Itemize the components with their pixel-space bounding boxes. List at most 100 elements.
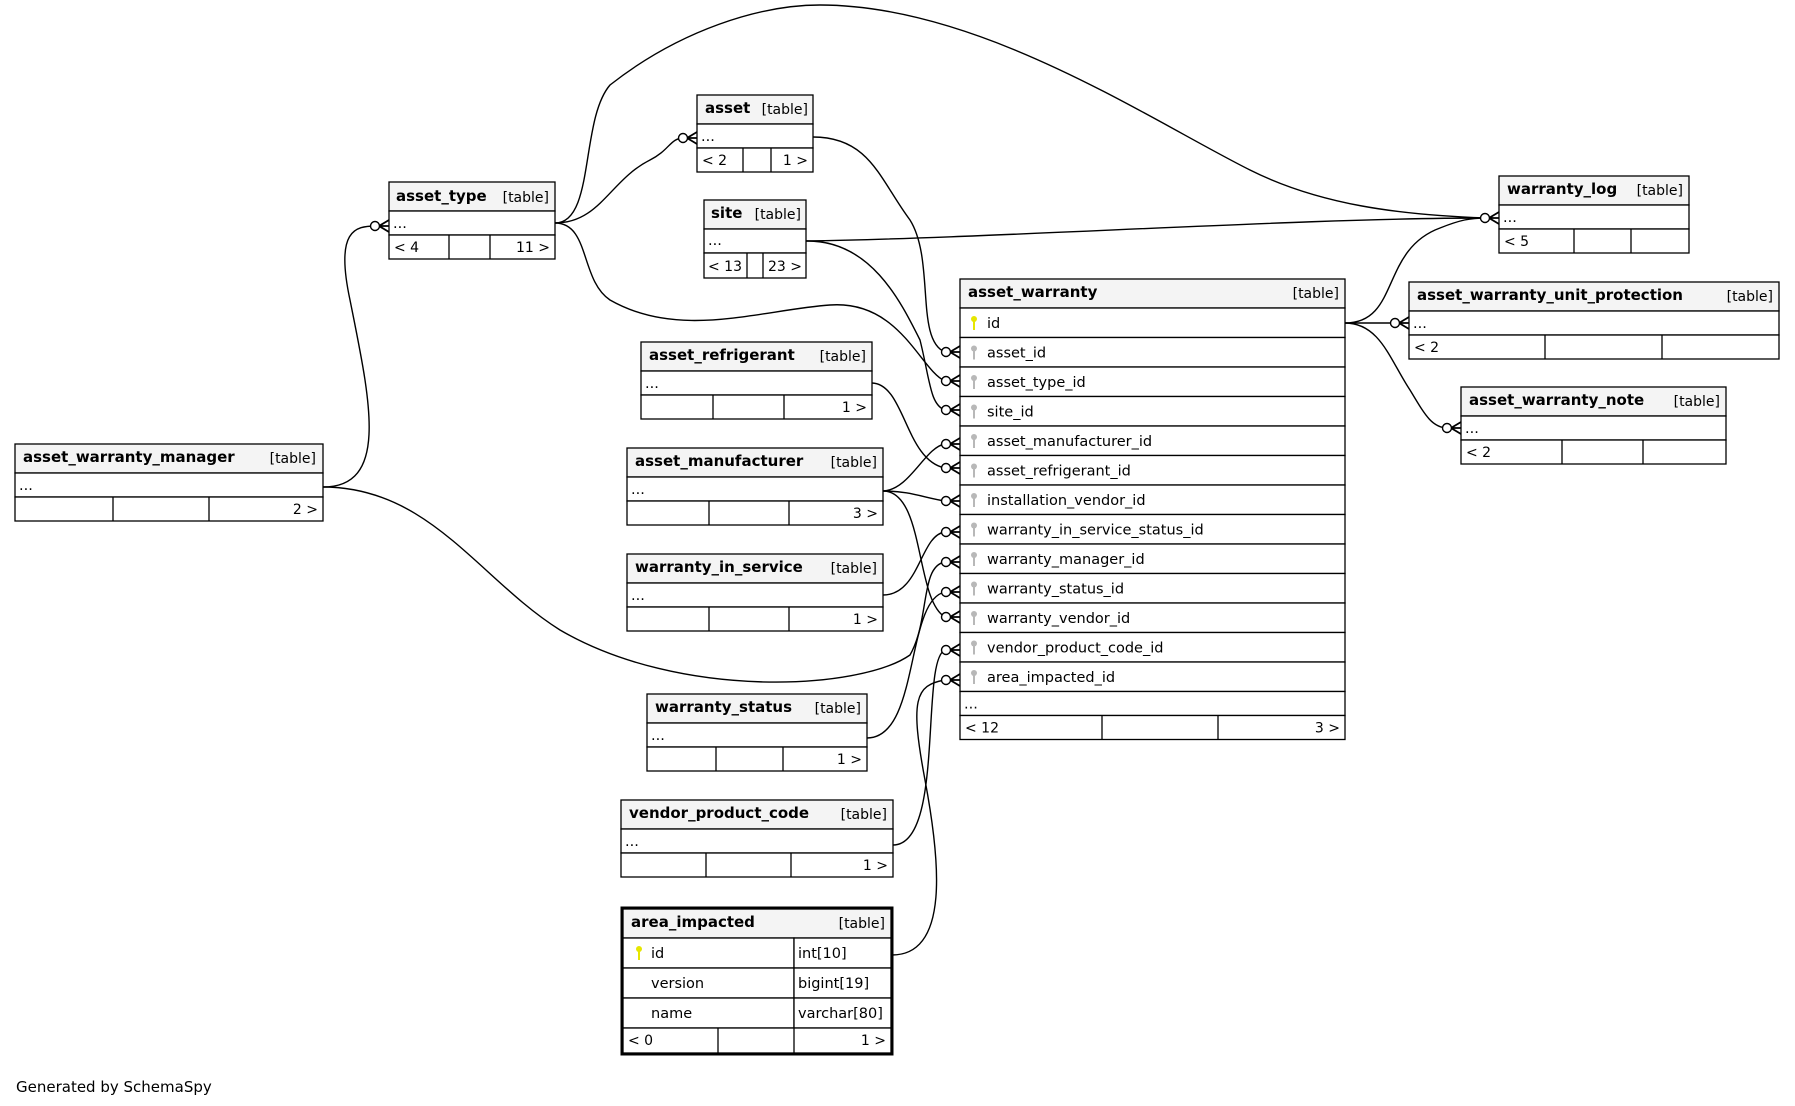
table-asset-warranty[interactable]: asset_warranty [table] idasset_idasset_t… [959,278,1346,741]
more-columns: ... [393,216,407,232]
child-count[interactable]: 1 > [861,1033,886,1049]
table-name: area_impacted [631,913,755,931]
edge-asset-warranty-to-warranty-log [1344,217,1487,324]
fk-key-icon [971,345,977,360]
fk-key-icon [971,552,977,566]
table-tag: [table] [841,807,887,823]
table-tag: [table] [815,701,861,717]
column-row[interactable]: asset_type_id [959,366,1346,398]
crows-foot-markers [369,131,1500,687]
column-row[interactable]: asset_id [959,336,1346,368]
table-site[interactable]: site [table] ... < 13 23 > [703,199,807,279]
parent-count[interactable]: < 0 [628,1033,653,1049]
column-name: site_id [987,405,1034,421]
fk-key-icon [971,404,977,419]
more-columns: ... [1413,316,1427,332]
zero-or-many-marker [940,643,961,657]
more-columns: ... [964,697,978,713]
zero-or-many-marker [940,461,961,475]
table-asset-warranty-note[interactable]: asset_warranty_note [table] ... < 2 [1460,386,1727,465]
zero-or-many-marker [1479,211,1500,225]
table-name: site [711,204,742,222]
table-asset[interactable]: asset [table] ... < 2 1 > [696,94,814,173]
parent-count[interactable]: < 2 [1466,445,1491,461]
edge-site-to-site-id [805,240,946,411]
parent-count[interactable]: < 5 [1504,234,1529,250]
table-name: warranty_status [655,698,792,716]
child-count[interactable]: 2 > [293,502,318,518]
table-name: asset_warranty_manager [23,448,235,466]
zero-or-many-marker [940,525,961,539]
table-warranty-in-service[interactable]: warranty_in_service [table] ... 1 > [626,553,884,632]
column-row[interactable]: area_impacted_id [959,661,1346,693]
fk-key-icon [971,375,977,389]
table-asset-warranty-unit-protection[interactable]: asset_warranty_unit_protection [table] .… [1408,281,1780,360]
parent-count[interactable]: < 12 [965,721,999,737]
table-tag: [table] [1674,394,1720,410]
column-name: warranty_in_service_status_id [987,523,1204,539]
column-row[interactable]: warranty_in_service_status_id [959,513,1346,545]
more-columns: ... [1465,421,1479,437]
column-type: bigint[19] [798,976,869,992]
edge-area-to-area-id [891,679,946,956]
column-name: name [651,1006,692,1022]
edge-asset-type-to-warranty-log [554,4,1487,224]
table-tag: [table] [839,916,885,932]
column-type: int[10] [798,946,847,962]
column-row[interactable]: asset_manufacturer_id [959,425,1346,457]
parent-count[interactable]: < 2 [1414,340,1439,356]
more-columns: ... [631,482,645,498]
edge-asset-to-asset-id [812,136,946,353]
column-name: asset_refrigerant_id [987,464,1131,480]
column-name: asset_type_id [987,375,1086,391]
column-row[interactable]: asset_refrigerant_id [959,454,1346,486]
table-area-impacted[interactable]: area_impacted [table] id int[10] version… [620,906,894,1056]
parent-count[interactable]: < 13 [708,259,742,275]
zero-or-many-marker [940,437,961,451]
column-row[interactable]: installation_vendor_id [959,484,1346,516]
column-name: asset_manufacturer_id [987,434,1152,450]
zero-or-many-marker [940,403,961,417]
fk-key-icon [971,670,977,684]
column-row[interactable]: vendor_product_code_id [959,631,1346,663]
child-count[interactable]: 3 > [853,506,878,522]
child-count[interactable]: 3 > [1315,721,1340,737]
table-name: asset_warranty_note [1469,391,1644,409]
child-count[interactable]: 1 > [863,858,888,874]
table-tag: [table] [503,190,549,206]
parent-count[interactable]: < 4 [394,240,419,256]
column-row[interactable]: site_id [959,395,1346,427]
zero-or-many-marker [940,673,961,687]
pk-key-icon [636,946,642,960]
child-count[interactable]: 1 > [837,752,862,768]
child-count[interactable]: 11 > [516,240,550,256]
table-asset-refrigerant[interactable]: asset_refrigerant [table] ... 1 > [640,341,873,420]
table-tag: [table] [1727,289,1773,305]
child-count[interactable]: 1 > [853,612,878,628]
zero-or-many-marker [940,345,961,359]
edge-vpc-to-vpc-id [892,649,946,846]
table-asset-warranty-manager[interactable]: asset_warranty_manager [table] ... 2 > [14,443,324,522]
column-row[interactable]: warranty_status_id [959,572,1346,604]
fk-key-icon [971,581,977,596]
more-columns: ... [701,129,715,145]
child-count[interactable]: 1 > [842,400,867,416]
table-vendor-product-code[interactable]: vendor_product_code [table] ... 1 > [620,799,894,878]
fk-key-icon [971,493,977,507]
child-count[interactable]: 1 > [783,153,808,169]
column-name: vendor_product_code_id [987,641,1163,657]
table-warranty-log[interactable]: warranty_log [table] ... < 5 [1498,175,1690,254]
table-asset-manufacturer[interactable]: asset_manufacturer [table] ... 3 > [626,447,884,526]
zero-or-many-marker [940,585,961,599]
edge-asset-type-to-asset-type-id [554,222,946,382]
column-row[interactable]: warranty_vendor_id [959,602,1346,634]
parent-count[interactable]: < 2 [702,153,727,169]
child-count[interactable]: 23 > [768,259,802,275]
column-row[interactable]: warranty_manager_id [959,543,1346,575]
table-asset-type[interactable]: asset_type [table] ... < 4 11 > [388,181,556,260]
more-columns: ... [19,478,33,494]
column-row[interactable]: id [959,307,1346,339]
table-warranty-status[interactable]: warranty_status [table] ... 1 > [646,693,868,772]
pk-key-icon [971,316,977,330]
fk-key-icon [971,611,977,625]
